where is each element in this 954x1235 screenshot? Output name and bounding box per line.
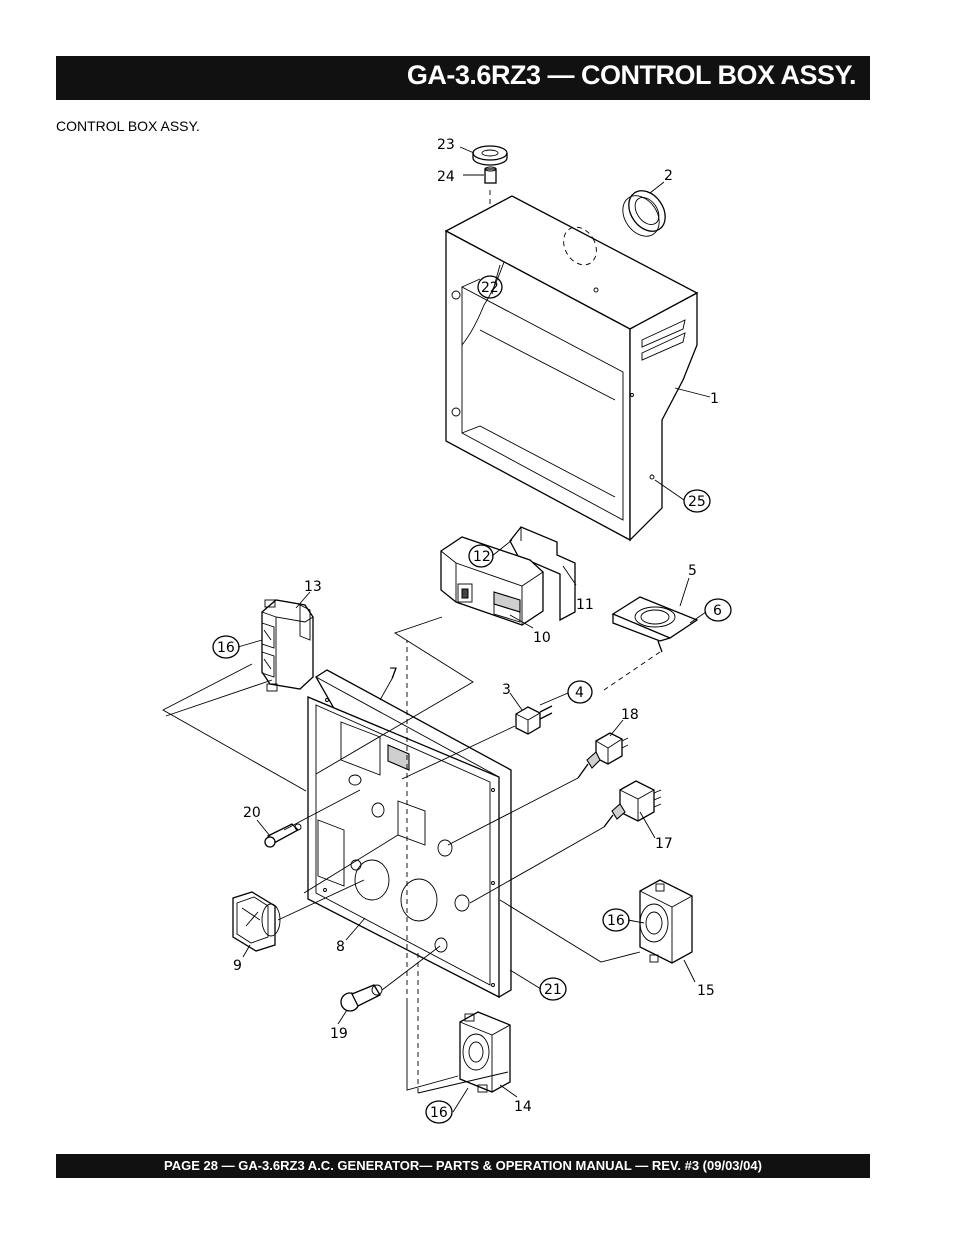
part-15-receptacle [639,879,693,964]
callout-leaders [237,146,711,1113]
callout-1: 1 [710,391,719,407]
part-17-toggle-switch [603,780,662,828]
callout-23: 23 [437,137,455,153]
callout-9: 9 [233,958,242,974]
callout-20: 20 [243,805,261,821]
callout-4: 4 [575,685,584,701]
part-23-grommet [472,145,508,166]
page-footer-bar: PAGE 28 — GA-3.6RZ3 A.C. GENERATOR— PART… [56,1154,870,1178]
callout-21: 21 [544,982,562,998]
callout-2: 2 [664,168,673,184]
callout-14: 14 [514,1099,532,1115]
assembly-lines [162,616,641,1094]
part-20-pilot-lamp [264,823,302,848]
part-1-enclosure [444,195,699,542]
part-24-bushing [484,166,497,184]
callout-7: 7 [389,666,398,682]
circled-callouts [212,275,732,1124]
callout-numbers: 23 24 2 1 22 25 12 11 10 5 6 13 16 7 3 4… [217,137,722,1121]
callout-17: 17 [655,836,673,852]
part-7-control-panel [307,669,512,999]
part-14-receptacle [459,1011,511,1093]
callout-3: 3 [502,682,511,698]
callout-19: 19 [330,1026,348,1042]
callout-16-lower: 16 [430,1105,448,1121]
callout-18: 18 [621,707,639,723]
part-10-circuit-breaker [440,536,544,626]
part-5-bracket [611,596,699,653]
page-title-bar: GA-3.6RZ3 — CONTROL BOX ASSY. [56,56,870,100]
callout-8: 8 [336,939,345,955]
callout-6: 6 [713,603,722,619]
part-2-grommet [622,190,666,237]
callout-11: 11 [576,597,594,613]
page-title: GA-3.6RZ3 — CONTROL BOX ASSY. [406,60,857,90]
callout-16-right: 16 [607,913,625,929]
callout-25: 25 [688,494,706,510]
callout-15: 15 [697,983,715,999]
part-13-receptacle [261,599,314,692]
callout-10: 10 [533,630,551,646]
callout-12: 12 [473,549,491,565]
part-18-toggle-switch [577,732,629,779]
part-11-bracket [509,526,576,622]
page-footer: PAGE 28 — GA-3.6RZ3 A.C. GENERATOR— PART… [164,1158,762,1173]
section-label: CONTROL BOX ASSY. [56,118,200,134]
callout-24: 24 [437,169,455,185]
callout-16-upper: 16 [217,640,235,656]
callout-13: 13 [304,579,322,595]
callout-5: 5 [688,563,697,579]
part-19-fuse-holder [340,984,383,1012]
callout-22: 22 [481,280,499,296]
part-9-meter [232,891,281,952]
part-3-terminal [515,705,553,735]
